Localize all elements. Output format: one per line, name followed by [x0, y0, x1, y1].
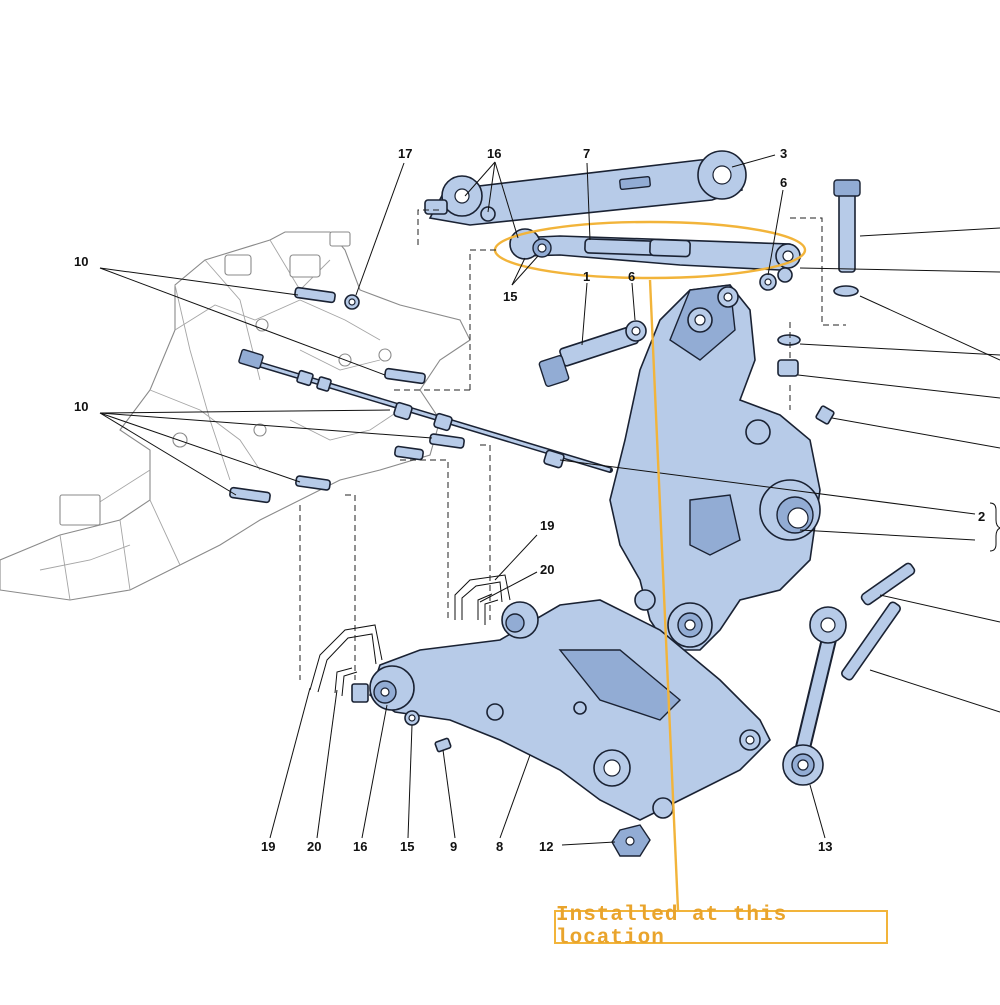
knuckle-hardware	[759, 179, 861, 425]
lower-arm-8	[351, 599, 771, 821]
subframe-outline	[0, 231, 471, 601]
install-location-callout: Installed at this location	[554, 904, 888, 950]
callout-pointer	[648, 279, 680, 911]
vertical-link-13	[782, 562, 916, 786]
label-19-right: 19	[540, 518, 554, 533]
label-8: 8	[496, 839, 503, 854]
label-20-right: 20	[540, 562, 554, 577]
label-6-mid: 6	[628, 269, 635, 284]
adjustable-link	[493, 220, 807, 280]
label-2: 2	[978, 509, 985, 524]
label-13: 13	[818, 839, 832, 854]
bolt-1	[538, 320, 647, 387]
clamps	[309, 574, 511, 697]
label-20-bottom: 20	[307, 839, 321, 854]
label-15-bottom: 15	[400, 839, 414, 854]
label-15-top: 15	[503, 289, 517, 304]
part-labels: 17 16 7 3 6 10 10 15 1 6 19 20 2 19 20 1…	[74, 146, 985, 854]
small-fasteners	[434, 737, 651, 857]
label-9: 9	[450, 839, 457, 854]
assembly-lines	[299, 209, 846, 680]
label-6-top: 6	[780, 175, 787, 190]
label-7: 7	[583, 146, 590, 161]
label-16-top: 16	[487, 146, 501, 161]
label-16-bottom: 16	[353, 839, 367, 854]
label-12: 12	[539, 839, 553, 854]
label-17: 17	[398, 146, 412, 161]
label-19-bottom: 19	[261, 839, 275, 854]
label-3: 3	[780, 146, 787, 161]
upper-arm-7	[424, 150, 747, 226]
tie-rod	[238, 348, 613, 473]
subframe-studs	[229, 286, 465, 504]
brace	[989, 502, 1000, 552]
label-10-mid: 10	[74, 399, 88, 414]
label-10-top: 10	[74, 254, 88, 269]
label-1: 1	[583, 269, 590, 284]
leader-lines	[99, 154, 1000, 846]
